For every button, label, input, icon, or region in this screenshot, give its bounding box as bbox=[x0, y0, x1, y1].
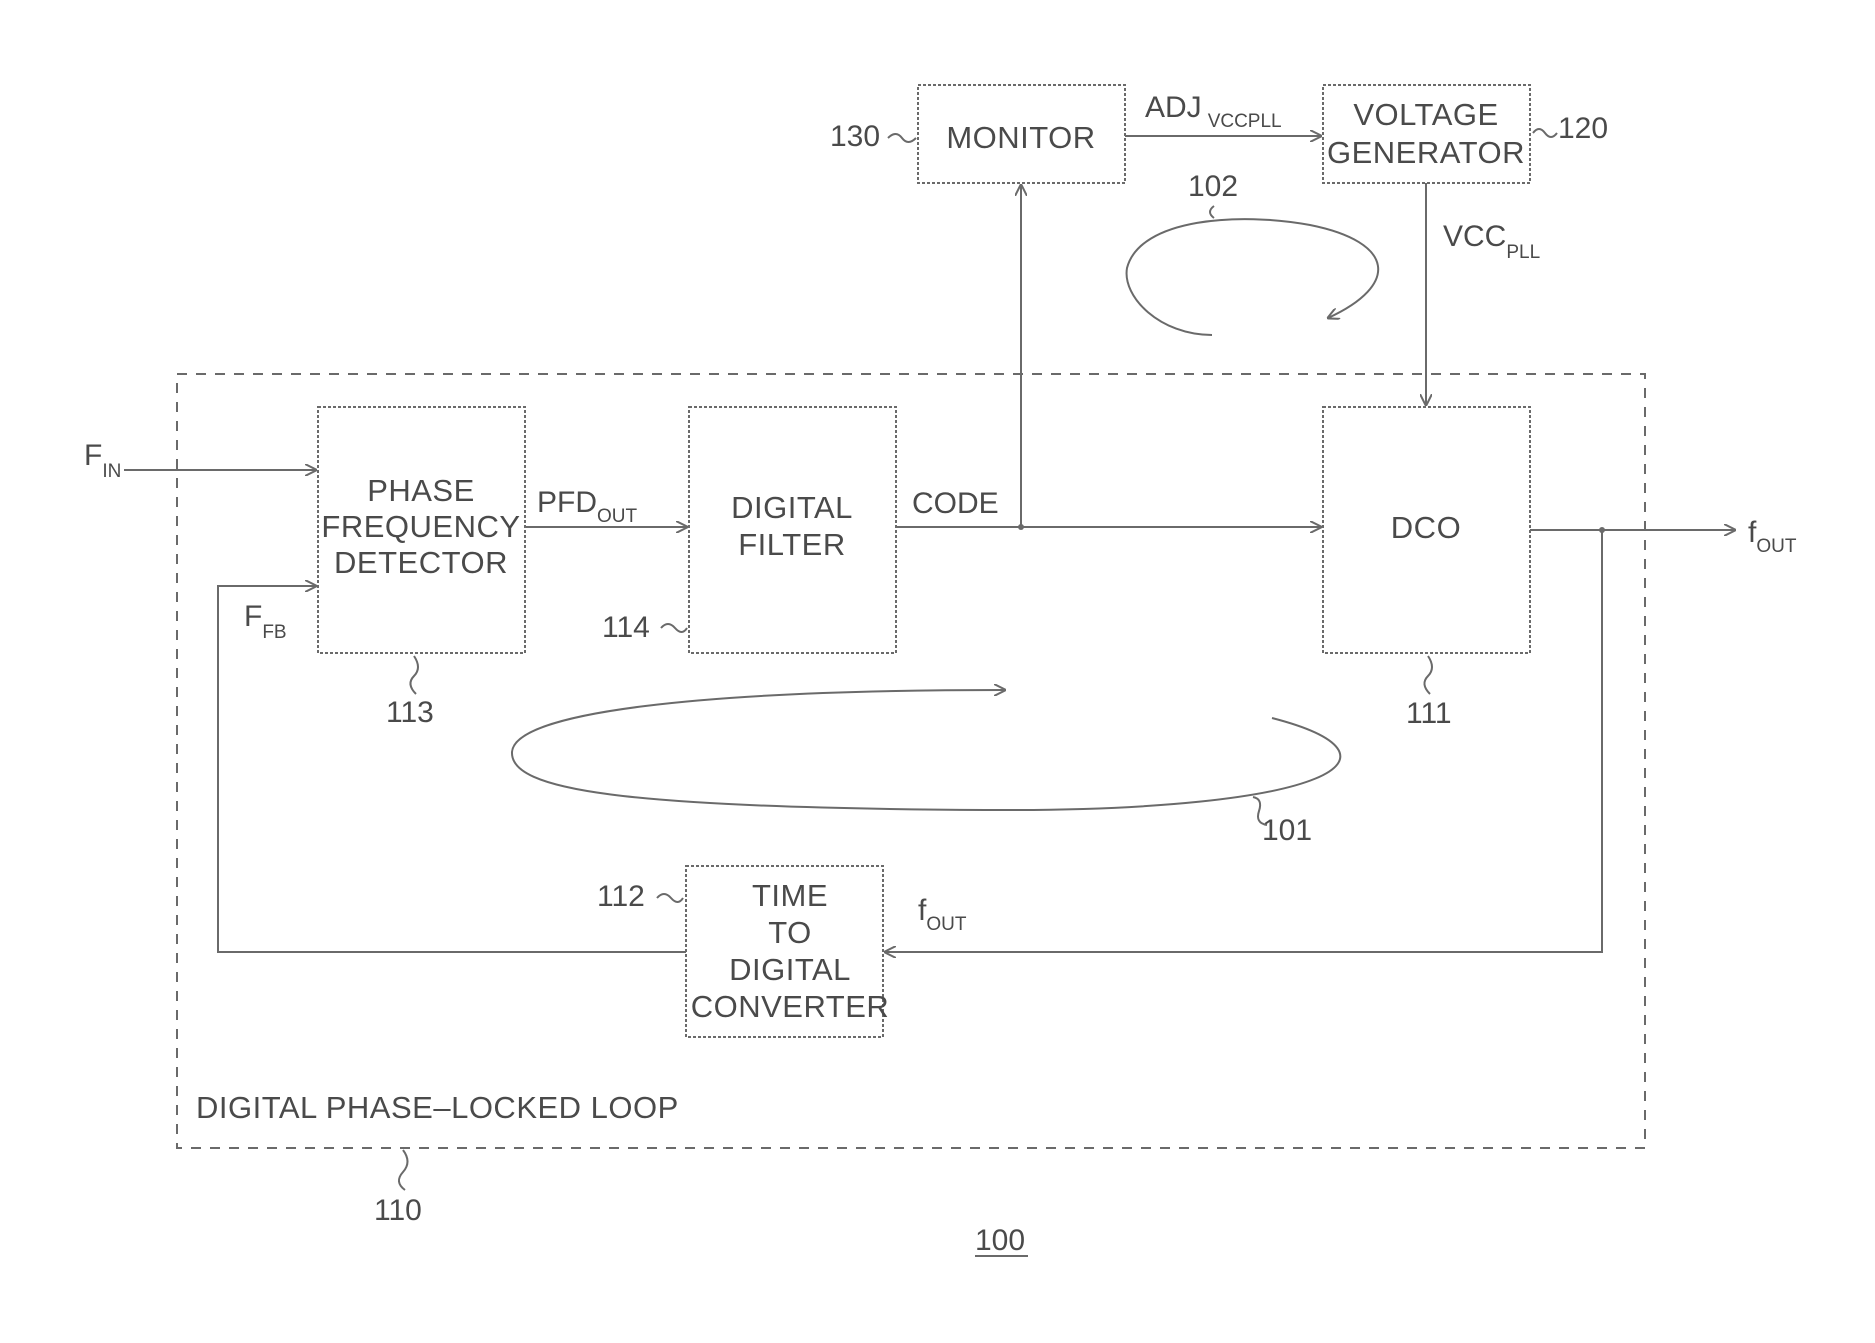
fout-output-label: fOUT bbox=[1748, 516, 1797, 557]
fin-signal-label: FIN bbox=[84, 439, 121, 482]
leader-110 bbox=[399, 1150, 408, 1190]
ref-102: 102 bbox=[1188, 170, 1238, 203]
pfd-label-3: DETECTOR bbox=[334, 545, 508, 580]
ref-111: 111 bbox=[1406, 697, 1452, 730]
voltage-generator-label-2: GENERATOR bbox=[1327, 135, 1525, 170]
pfd-out-signal-label: PFDOUT bbox=[537, 486, 638, 527]
tdc-label-4: CONVERTER bbox=[691, 989, 890, 1024]
dco-label: DCO bbox=[1391, 510, 1461, 545]
digital-filter-label-2: FILTER bbox=[738, 527, 846, 562]
ref-110: 110 bbox=[374, 1194, 422, 1227]
ref-114: 114 bbox=[602, 611, 650, 644]
code-junction bbox=[1018, 524, 1024, 530]
leader-113 bbox=[410, 656, 418, 694]
leader-111 bbox=[1424, 656, 1432, 694]
loop-102-arrow bbox=[1127, 219, 1379, 335]
adj-signal-label: ADJVCCPLL bbox=[1145, 91, 1282, 132]
monitor-label: MONITOR bbox=[946, 120, 1095, 155]
loop-101-arrow bbox=[512, 690, 1340, 810]
fout-feedback-label: fOUT bbox=[918, 894, 967, 935]
ref-101: 101 bbox=[1262, 814, 1312, 847]
dpll-container-label: DIGITAL PHASE–LOCKED LOOP bbox=[196, 1090, 679, 1125]
voltage-generator-label-1: VOLTAGE bbox=[1353, 97, 1498, 132]
ref-113: 113 bbox=[386, 696, 434, 729]
ref-120: 120 bbox=[1558, 112, 1608, 145]
leader-130 bbox=[888, 134, 916, 142]
leader-112 bbox=[657, 894, 683, 902]
leader-120 bbox=[1533, 129, 1557, 137]
ref-112: 112 bbox=[597, 880, 645, 913]
digital-filter-label-1: DIGITAL bbox=[731, 490, 853, 525]
code-signal-label: CODE bbox=[912, 487, 999, 520]
ref-130: 130 bbox=[830, 120, 880, 153]
pfd-label-1: PHASE bbox=[367, 473, 475, 508]
figure-ref-100: 100 bbox=[975, 1224, 1025, 1257]
ffb-signal-label: FFB bbox=[244, 600, 287, 643]
tdc-label-3: DIGITAL bbox=[729, 952, 851, 987]
tdc-label-2: TO bbox=[768, 915, 812, 950]
leader-114 bbox=[661, 624, 687, 632]
pfd-label-2: FREQUENCY bbox=[321, 509, 520, 544]
vcc-signal-label: VCCPLL bbox=[1443, 220, 1540, 263]
leader-102 bbox=[1210, 206, 1214, 218]
tdc-label-1: TIME bbox=[752, 878, 828, 913]
